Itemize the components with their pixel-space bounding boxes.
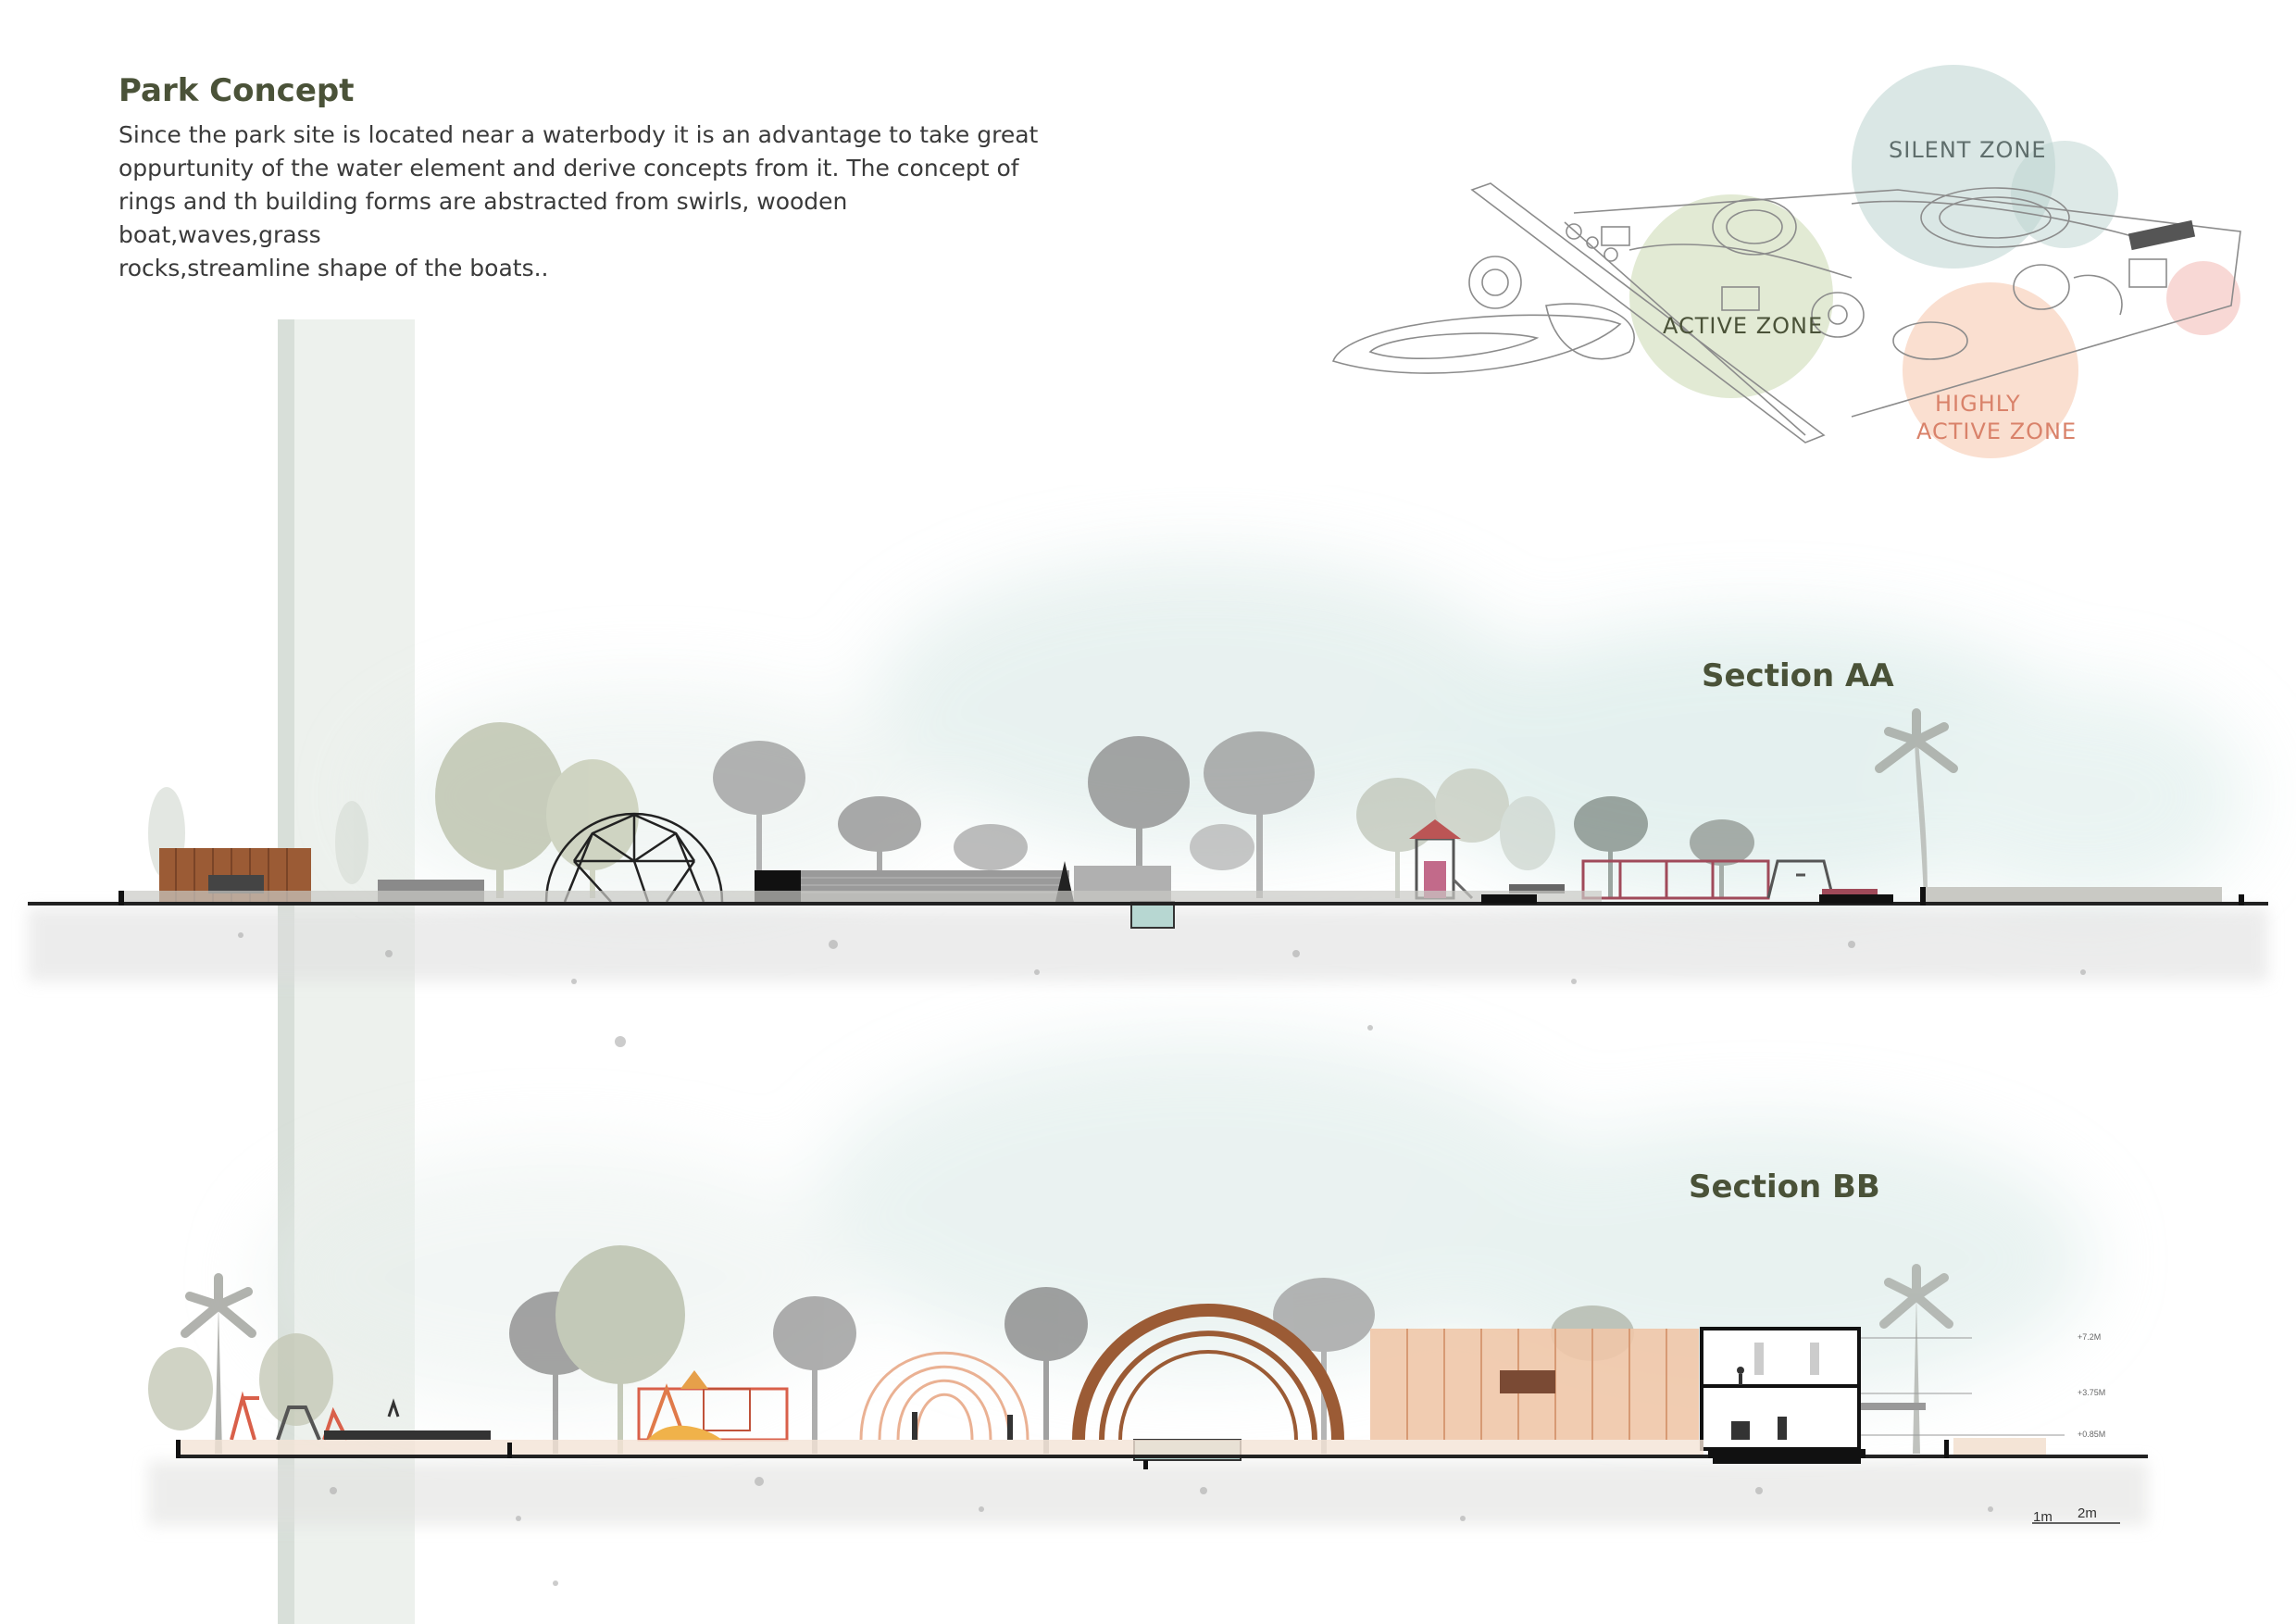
scale-label-1m: 1m: [2033, 1509, 2053, 1525]
highly-active-zone-label-2: ACTIVE ZONE: [1916, 418, 2078, 444]
section-aa-trees: [148, 708, 1958, 898]
section-bb-wooden-arch: [1072, 1304, 1344, 1441]
silent-zone-circle: [1852, 65, 2055, 269]
section-aa-geodesic-dome: [544, 812, 724, 903]
section-aa-pergola: [1581, 859, 1770, 900]
level-label-bottom: +0.85M: [2078, 1430, 2106, 1439]
section-bb-title: Section BB: [1689, 1168, 1880, 1206]
scale-label-2m: 2m: [2078, 1505, 2097, 1521]
highly-active-zone-circle: [1903, 282, 2078, 458]
park-concept-description: Since the park site is located near a wa…: [119, 121, 1039, 281]
section-bb-shelter-arcs: [859, 1351, 1029, 1441]
section-bb-ground: [176, 1455, 2148, 1458]
section-bb-building: [1370, 1327, 1861, 1451]
section-bb-trees: [148, 1245, 1953, 1454]
section-bb-play-structure: [637, 1370, 789, 1442]
level-label-top: +7.2M: [2078, 1332, 2102, 1342]
section-aa-title: Section AA: [1702, 657, 1894, 694]
active-zone-label: ACTIVE ZONE: [1663, 313, 1824, 339]
park-concept-title: Park Concept: [119, 72, 355, 109]
silent-zone-label: SILENT ZONE: [1889, 137, 2047, 163]
level-label-mid: +3.75M: [2078, 1388, 2106, 1397]
highly-active-zone-label-1: HIGHLY: [1935, 391, 2021, 417]
section-aa-ground: [28, 902, 2268, 906]
